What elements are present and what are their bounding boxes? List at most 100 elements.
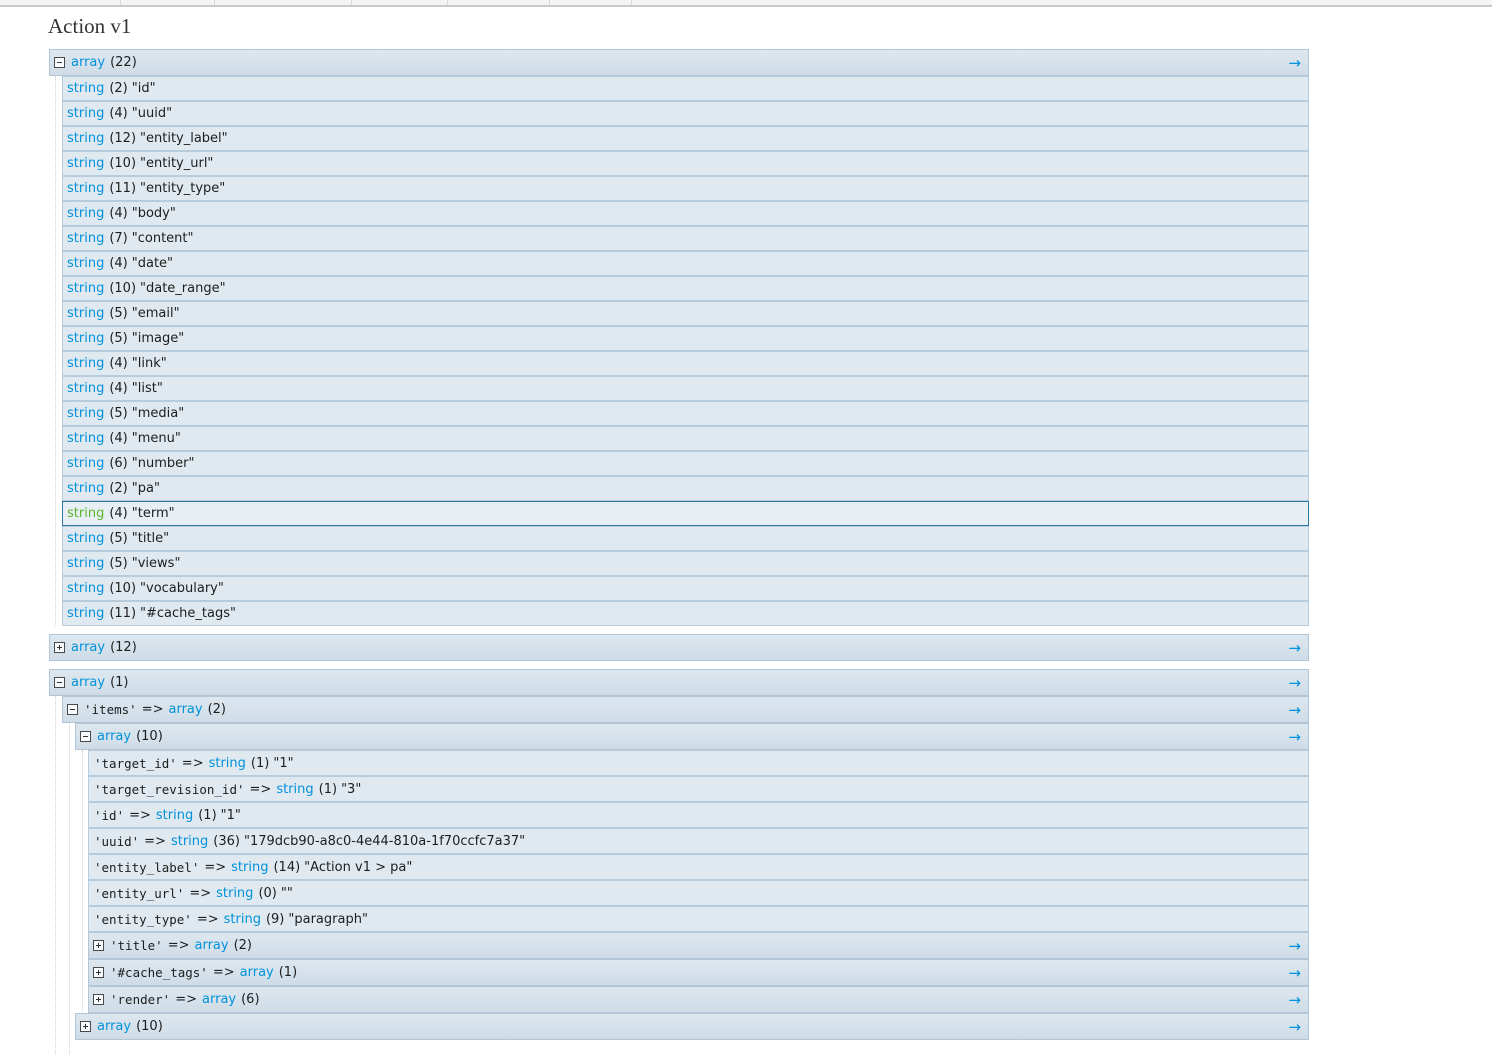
- tree-guide: [69, 723, 70, 1054]
- collapse-icon[interactable]: [54, 57, 65, 68]
- list-item: string(6)"number": [62, 451, 1309, 476]
- arrow-right-icon[interactable]: →: [1288, 53, 1301, 72]
- type-label: string: [67, 481, 105, 496]
- type-label: string: [67, 206, 105, 221]
- value-text: "content": [131, 231, 194, 246]
- type-label: string: [67, 331, 105, 346]
- inner-array-header[interactable]: array(10)→: [75, 723, 1309, 750]
- tree-guide: [82, 750, 83, 1012]
- type-label: string: [67, 581, 105, 596]
- list-item: string(5)"title": [62, 526, 1309, 551]
- collapse-icon[interactable]: [67, 704, 78, 715]
- tab-3[interactable]: [214, 0, 352, 5]
- value-text: "views": [131, 556, 181, 571]
- length-count: (1): [198, 807, 217, 823]
- arrow-right-icon[interactable]: →: [1288, 638, 1301, 657]
- arrow-right-icon[interactable]: →: [1288, 700, 1301, 719]
- arrow-right-icon[interactable]: →: [1288, 990, 1301, 1009]
- value-text: "entity_label": [140, 131, 228, 146]
- list-item: string(12)"entity_label": [62, 126, 1309, 151]
- arrow-operator: =>: [144, 833, 166, 849]
- page-title: Action v1: [48, 14, 132, 38]
- key-name: '#cache_tags': [110, 965, 208, 980]
- value-text: "pa": [131, 481, 160, 496]
- length-count: (4): [109, 106, 128, 121]
- arrow-operator: =>: [167, 938, 190, 953]
- expand-icon[interactable]: [54, 642, 65, 653]
- list-item: string(2)"id": [62, 76, 1309, 101]
- array-header[interactable]: array(22)→: [49, 49, 1309, 76]
- value-text: "179dcb90-a8c0-4e44-810a-1f70ccfc7a37": [243, 833, 526, 849]
- list-item: string(10)"date_range": [62, 276, 1309, 301]
- list-item: string(4)"body": [62, 201, 1309, 226]
- tab-2[interactable]: [120, 0, 215, 5]
- length-count: (4): [109, 431, 128, 446]
- length-count: (11): [109, 606, 137, 621]
- arrow-operator: =>: [141, 702, 164, 717]
- value-text: "uuid": [131, 106, 173, 121]
- value-text: "media": [131, 406, 185, 421]
- value-text: "Action v1 > pa": [304, 859, 413, 875]
- sub-array-row[interactable]: '#cache_tags'=>array(1)→: [88, 959, 1309, 986]
- tab-6[interactable]: [549, 0, 632, 5]
- collapse-icon[interactable]: [80, 731, 91, 742]
- tab-5[interactable]: [447, 0, 550, 5]
- type-label: string: [67, 156, 105, 171]
- list-item: string (2)"pa": [62, 476, 1309, 501]
- value-text: "title": [131, 531, 170, 546]
- list-item: string(5)"email": [62, 301, 1309, 326]
- arrow-right-icon[interactable]: →: [1288, 727, 1301, 746]
- tab-4[interactable]: [351, 0, 448, 5]
- expand-icon[interactable]: [80, 1021, 91, 1032]
- type-label: array: [71, 55, 106, 70]
- arrow-operator: =>: [204, 859, 227, 875]
- array-header[interactable]: array(1)→: [49, 669, 1309, 696]
- value-text: "": [280, 885, 293, 901]
- key-name: 'title': [110, 938, 163, 953]
- length-count: (4): [109, 256, 128, 271]
- type-label: array: [239, 965, 274, 980]
- type-label: array: [97, 729, 132, 744]
- key-name: 'uuid': [94, 833, 140, 849]
- collapse-icon[interactable]: [54, 677, 65, 688]
- arrow-right-icon[interactable]: →: [1288, 963, 1301, 982]
- arrow-operator: =>: [129, 807, 151, 823]
- sub-array-row[interactable]: 'render'=>array(6)→: [88, 986, 1309, 1013]
- sub-array-row[interactable]: 'title'=>array(2)→: [88, 932, 1309, 959]
- length-count: (2): [109, 481, 128, 496]
- type-label: string: [223, 911, 261, 927]
- tab-1[interactable]: [0, 0, 121, 5]
- value-text: "3": [341, 781, 362, 797]
- expand-icon[interactable]: [93, 940, 104, 951]
- type-label: string: [216, 885, 254, 901]
- length-count: (0): [258, 885, 277, 901]
- value-text: "1": [273, 755, 294, 771]
- expand-icon[interactable]: [93, 994, 104, 1005]
- length-count: (4): [109, 506, 128, 521]
- value-text: "paragraph": [288, 911, 368, 927]
- field-row: 'target_id'=>string(1)"1": [88, 750, 1309, 776]
- expand-icon[interactable]: [93, 967, 104, 978]
- length-count: (6): [109, 456, 128, 471]
- array-header[interactable]: array(10)→: [75, 1013, 1309, 1040]
- type-label: string: [276, 781, 314, 797]
- length-count: (10): [136, 1019, 163, 1034]
- type-label: array: [202, 992, 237, 1007]
- key-name: 'entity_label': [94, 859, 200, 875]
- arrow-right-icon[interactable]: →: [1288, 1017, 1301, 1036]
- key-name: 'id': [94, 807, 125, 823]
- length-count: (11): [109, 181, 137, 196]
- value-text: "term": [131, 506, 175, 521]
- length-count: (1): [318, 781, 338, 797]
- length-count: (14): [273, 859, 301, 875]
- items-array-row[interactable]: 'items'=>array(2)→: [62, 696, 1309, 723]
- arrow-right-icon[interactable]: →: [1288, 936, 1301, 955]
- value-text: "email": [131, 306, 180, 321]
- arrow-right-icon[interactable]: →: [1288, 673, 1301, 692]
- length-count: (7): [109, 231, 128, 246]
- list-item: string(4)"uuid": [62, 101, 1309, 126]
- length-count: (4): [109, 356, 128, 371]
- array-header[interactable]: array(12)→: [49, 634, 1309, 661]
- type-label: string: [67, 406, 105, 421]
- length-count: (36): [213, 833, 240, 849]
